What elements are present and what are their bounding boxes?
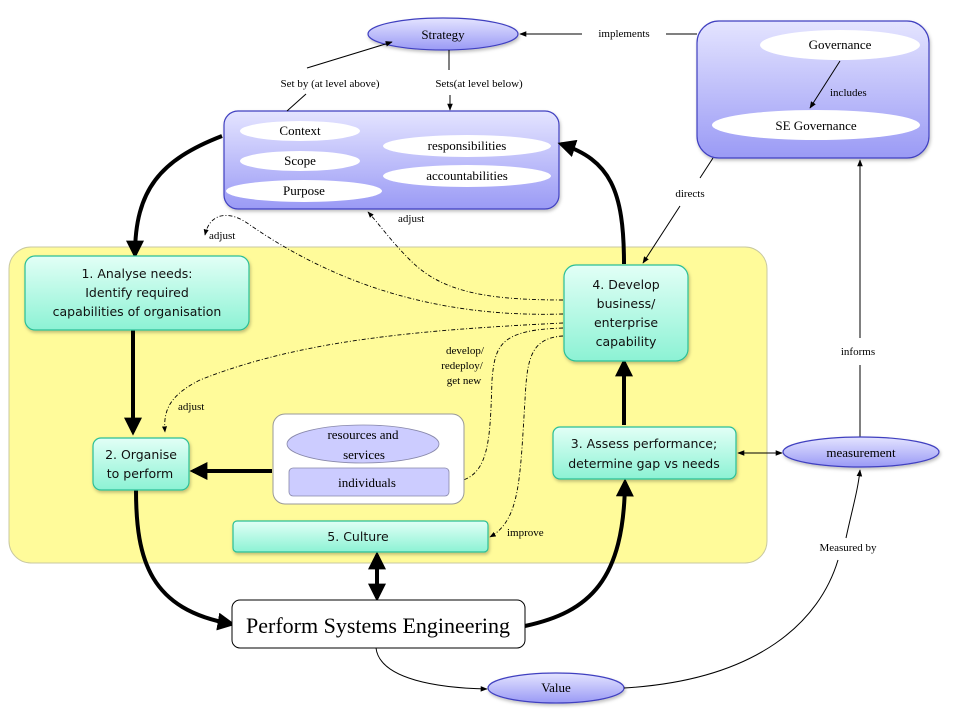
adjust-label-step2: adjust (178, 401, 204, 413)
step3-assess-performance[interactable]: 3. Assess performance; determine gap vs … (552, 426, 737, 480)
implements-label: implements (598, 28, 649, 40)
strategy-node[interactable]: Strategy (367, 17, 519, 51)
flow-arrow-context-to-step1 (126, 134, 223, 259)
set-by-label: Set by (at level above) (281, 78, 380, 90)
develop-arrow-individuals (451, 327, 564, 485)
step4-develop-capability[interactable]: 4. Develop business/ enterprise capabili… (563, 264, 689, 362)
step4-line3: enterprise (594, 315, 658, 330)
directs-arrow (642, 205, 681, 264)
step2-organise[interactable]: 2. Organise to perform (92, 437, 190, 491)
develop-label-line2: redeploy/ (441, 360, 483, 372)
set-by-arrow (306, 41, 393, 69)
step1-analyse-needs[interactable]: 1. Analyse needs: Identify required capa… (24, 255, 250, 331)
step4-line2: business/ (597, 296, 656, 311)
improve-label: improve (507, 527, 544, 539)
resources-line2: services (343, 447, 385, 462)
step1-line2: Identify required (85, 285, 189, 300)
measurement-node[interactable]: measurement (782, 436, 940, 468)
set-by-line (286, 93, 307, 112)
individuals-item: individuals (338, 475, 396, 490)
step3-line1: 3. Assess performance; (571, 436, 717, 451)
responsibilities-item: responsibilities (428, 138, 507, 153)
adjust-arrow-context (367, 211, 564, 301)
resources-line1: resources and (327, 427, 399, 442)
adjust-arrow-step1 (203, 214, 564, 315)
measured-by-label: Measured by (819, 542, 877, 554)
perform-se-label: Perform Systems Engineering (246, 613, 510, 638)
adjust-arrow-step2 (161, 322, 564, 433)
flow-arrow-step4-to-context (557, 139, 626, 265)
step2-line2: to perform (107, 466, 173, 481)
governance-item: Governance (809, 37, 872, 52)
flow-arrow-perform-to-step3 (524, 478, 634, 628)
context-box[interactable]: Context Scope Purpose responsibilities a… (223, 110, 560, 210)
step5-culture[interactable]: 5. Culture (232, 520, 489, 553)
scope-item: Scope (284, 153, 316, 168)
value-measured-line (623, 559, 839, 689)
develop-label-line1: develop/ (446, 345, 485, 357)
includes-label: includes (830, 87, 867, 99)
improve-arrow-culture (489, 335, 564, 538)
directs-label: directs (675, 188, 704, 200)
value-label: Value (541, 680, 571, 695)
accountabilities-item: accountabilities (426, 168, 508, 183)
governance-box[interactable]: Governance SE Governance includes (696, 20, 930, 159)
measurement-label: measurement (826, 445, 896, 460)
perform-to-value-arrow (375, 647, 488, 692)
value-node[interactable]: Value (487, 672, 625, 704)
step5-label: 5. Culture (327, 529, 389, 544)
directs-line (699, 157, 714, 179)
step4-line1: 4. Develop (592, 277, 659, 292)
context-item: Context (279, 123, 321, 138)
perform-se-node[interactable]: Perform Systems Engineering (231, 599, 526, 649)
sets-label: Sets(at level below) (435, 78, 523, 90)
measured-by-arrow (845, 469, 863, 539)
adjust-label-context: adjust (398, 213, 424, 225)
step1-line1: 1. Analyse needs: (81, 266, 192, 281)
develop-label-line3: get new (447, 375, 482, 387)
adjust-label-step1: adjust (209, 230, 235, 242)
step1-line3: capabilities of organisation (53, 304, 222, 319)
flow-arrow-step2-to-perform (134, 489, 236, 631)
step3-line2: determine gap vs needs (568, 456, 720, 471)
purpose-item: Purpose (283, 183, 325, 198)
step4-line4: capability (596, 334, 657, 349)
includes-arrow (809, 60, 841, 109)
step2-line1: 2. Organise (105, 447, 177, 462)
se-governance-item: SE Governance (775, 118, 856, 133)
resources-box[interactable]: resources and services individuals (272, 413, 465, 505)
strategy-label: Strategy (421, 27, 465, 42)
informs-label: informs (841, 346, 875, 358)
